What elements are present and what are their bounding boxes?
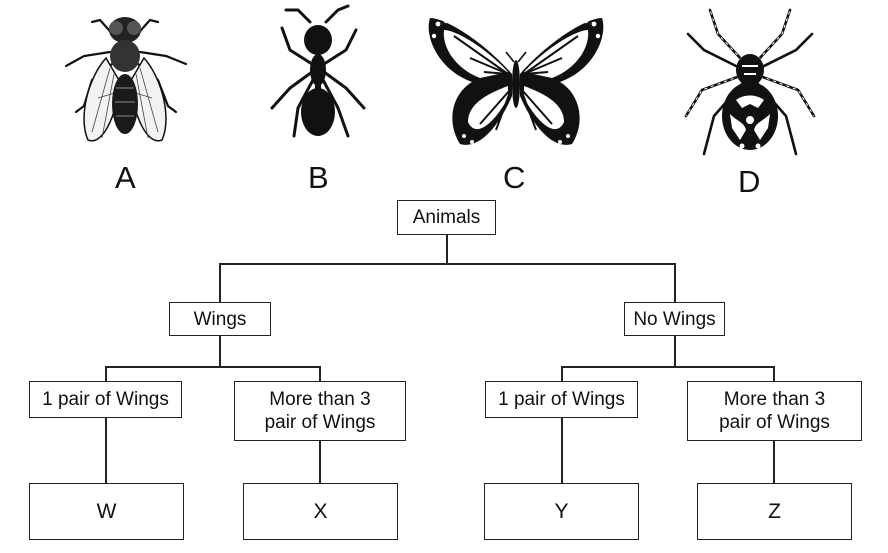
connector-nowings-stem [674,335,676,367]
connector-nowings-left-drop [561,366,563,382]
animal-letter-b: B [308,160,329,195]
leaf-y: Y [484,483,639,540]
connector-wings-stem [219,335,221,367]
connector-wings-drop [219,263,221,303]
butterfly-icon [424,12,608,152]
connector-z [773,440,775,484]
wings-one-pair-node: 1 pair of Wings [29,381,182,418]
connector-x [319,440,321,484]
leaf-x: X [243,483,398,540]
connector-nowings-right-drop [773,366,775,382]
connector-nowings-bar [561,366,775,368]
fly-icon [58,8,193,153]
connector-root-bar [219,263,676,265]
nowings-more-than-3-node: More than 3 pair of Wings [687,381,862,441]
animal-letter-a: A [115,160,136,195]
connector-w [105,417,107,484]
nowings-one-pair-node: 1 pair of Wings [485,381,638,418]
ant-icon [268,4,368,144]
wings-more-than-3-node: More than 3 pair of Wings [234,381,406,441]
connector-root-stem [446,234,448,264]
animal-letter-c: C [503,160,526,195]
leaf-w: W [29,483,184,540]
root-node: Animals [397,200,496,235]
connector-wings-right-drop [319,366,321,382]
connector-nowings-drop [674,263,676,303]
wings-node: Wings [169,302,271,336]
connector-wings-left-drop [105,366,107,382]
leaf-z: Z [697,483,852,540]
connector-wings-bar [105,366,321,368]
spider-icon [684,4,816,160]
animal-letter-d: D [738,164,761,199]
no-wings-node: No Wings [624,302,725,336]
connector-y [561,417,563,484]
